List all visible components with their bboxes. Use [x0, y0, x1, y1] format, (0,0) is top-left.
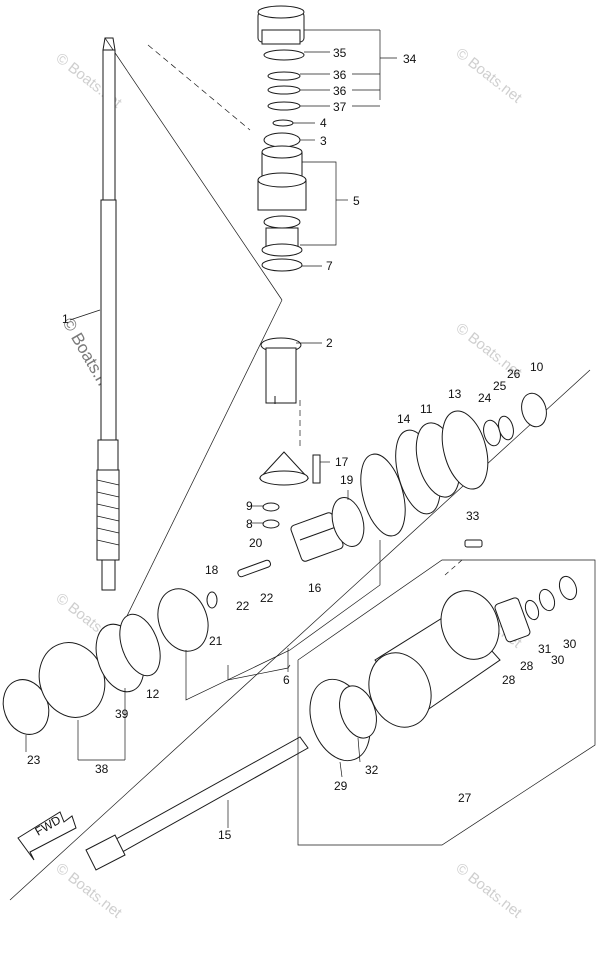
label-20: 20: [249, 536, 263, 550]
label-18: 18: [205, 563, 219, 577]
label-6: 6: [283, 673, 290, 687]
label-24: 24: [478, 391, 492, 405]
label-2: 2: [326, 336, 333, 350]
label-34: 34: [403, 52, 417, 66]
label-17: 17: [335, 455, 349, 469]
label-15: 15: [218, 828, 232, 842]
forward-gear-group: [2, 559, 271, 735]
label-23: 23: [27, 753, 41, 767]
label-30b: 30: [551, 653, 565, 667]
pinion-gear: [258, 451, 310, 529]
label-37: 37: [333, 100, 347, 114]
label-39: 39: [115, 707, 129, 721]
label-22a: 22: [236, 599, 250, 613]
label-9: 9: [246, 499, 253, 513]
label-22b: 22: [260, 591, 274, 605]
label-38: 38: [95, 762, 109, 776]
label-21: 21: [209, 634, 223, 648]
label-3: 3: [320, 134, 327, 148]
reverse-gear-group: [331, 392, 547, 547]
label-27: 27: [458, 791, 472, 805]
label-19: 19: [340, 473, 354, 487]
propeller-shaft: [85, 736, 309, 871]
label-26: 26: [507, 367, 521, 381]
drive-shaft: [96, 37, 120, 591]
svg-text:© Boats.net: © Boats.net: [453, 860, 526, 922]
bearing-carrier-group: [297, 539, 596, 846]
label-4: 4: [320, 116, 327, 130]
label-16: 16: [308, 581, 322, 595]
label-7: 7: [326, 259, 333, 273]
label-5: 5: [353, 194, 360, 208]
label-25: 25: [493, 379, 507, 393]
label-14: 14: [397, 412, 411, 426]
label-12: 12: [146, 687, 160, 701]
label-30a: 30: [563, 637, 577, 651]
svg-text:© Boats.net: © Boats.net: [53, 860, 126, 922]
label-28a: 28: [502, 673, 516, 687]
fwd-arrow: FWD: [17, 811, 77, 861]
bearing-housing-assembly: [257, 5, 307, 272]
label-8: 8: [246, 517, 253, 531]
leader-lines: [25, 29, 397, 828]
label-10: 10: [530, 360, 544, 374]
guide-lines: [9, 37, 591, 901]
label-32: 32: [365, 763, 379, 777]
label-13: 13: [448, 387, 462, 401]
label-29: 29: [334, 779, 348, 793]
label-1: 1: [62, 312, 69, 326]
sleeve: [260, 337, 302, 404]
svg-text:© Boats.net: © Boats.net: [453, 45, 526, 107]
label-36b: 36: [333, 84, 347, 98]
label-36a: 36: [333, 68, 347, 82]
part-labels: 1 2 3 4 5 6 7 8 9 10 11 12 13 14 15 16 1…: [27, 46, 577, 842]
label-31: 31: [538, 642, 552, 656]
label-33: 33: [466, 509, 480, 523]
label-35: 35: [333, 46, 347, 60]
pin: [312, 454, 321, 484]
label-11: 11: [420, 402, 433, 416]
label-28b: 28: [520, 659, 534, 673]
